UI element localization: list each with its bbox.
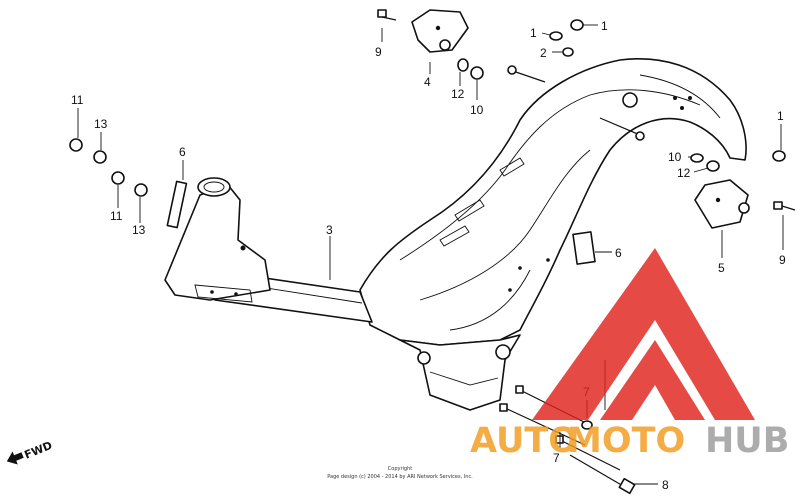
bolt-9-right bbox=[773, 201, 796, 211]
callout-4: 4 bbox=[424, 75, 431, 89]
callout-1-top-left: 1 bbox=[530, 26, 537, 40]
callout-labels: 9 4 1 1 2 12 10 11 13 6 11 13 3 1 10 12 … bbox=[71, 19, 786, 492]
callout-9-right: 9 bbox=[779, 253, 786, 267]
callout-12-right: 12 bbox=[677, 166, 691, 180]
callout-11-lower: 11 bbox=[110, 209, 123, 223]
copyright-line-1: Copyright bbox=[388, 466, 412, 472]
callout-13-lower: 13 bbox=[132, 223, 146, 237]
bracket-5 bbox=[694, 179, 750, 229]
automotohub-watermark: AUTO MOTO HUB bbox=[470, 248, 789, 461]
callout-1-top-right: 1 bbox=[601, 19, 608, 33]
nuts-and-washers bbox=[69, 19, 786, 197]
callout-7-lower: 7 bbox=[553, 451, 560, 465]
callout-12-top: 12 bbox=[451, 87, 465, 101]
callout-5: 5 bbox=[718, 261, 725, 275]
callout-3: 3 bbox=[326, 223, 333, 237]
watermark-text-auto: AUTO bbox=[470, 421, 578, 461]
plate-6-right bbox=[572, 231, 596, 265]
callout-1-right: 1 bbox=[777, 109, 784, 123]
forward-arrow-indicator: FWD bbox=[6, 439, 55, 465]
callout-10-right: 10 bbox=[668, 150, 682, 164]
main-frame bbox=[164, 57, 747, 411]
callout-8: 8 bbox=[662, 478, 669, 492]
callout-9-top: 9 bbox=[375, 45, 382, 59]
plate-6-left bbox=[166, 180, 188, 229]
callout-13-upper: 13 bbox=[94, 117, 108, 131]
watermark-text-moto: MOTO bbox=[567, 421, 685, 461]
bracket-4 bbox=[411, 9, 469, 53]
arrow-left-icon bbox=[6, 451, 24, 465]
callout-11-upper: 11 bbox=[71, 93, 84, 107]
bolt-9-top bbox=[377, 9, 397, 21]
callout-2: 2 bbox=[540, 46, 547, 60]
watermark-logo-mark bbox=[532, 248, 755, 420]
callout-6-right: 6 bbox=[615, 246, 622, 260]
fwd-label: FWD bbox=[23, 439, 55, 462]
callout-6-left: 6 bbox=[179, 145, 186, 159]
watermark-text-hub: HUB bbox=[705, 421, 789, 461]
callout-10-top: 10 bbox=[470, 103, 484, 117]
copyright-line-2: Page design (c) 2004 - 2014 by ARI Netwo… bbox=[327, 474, 473, 480]
